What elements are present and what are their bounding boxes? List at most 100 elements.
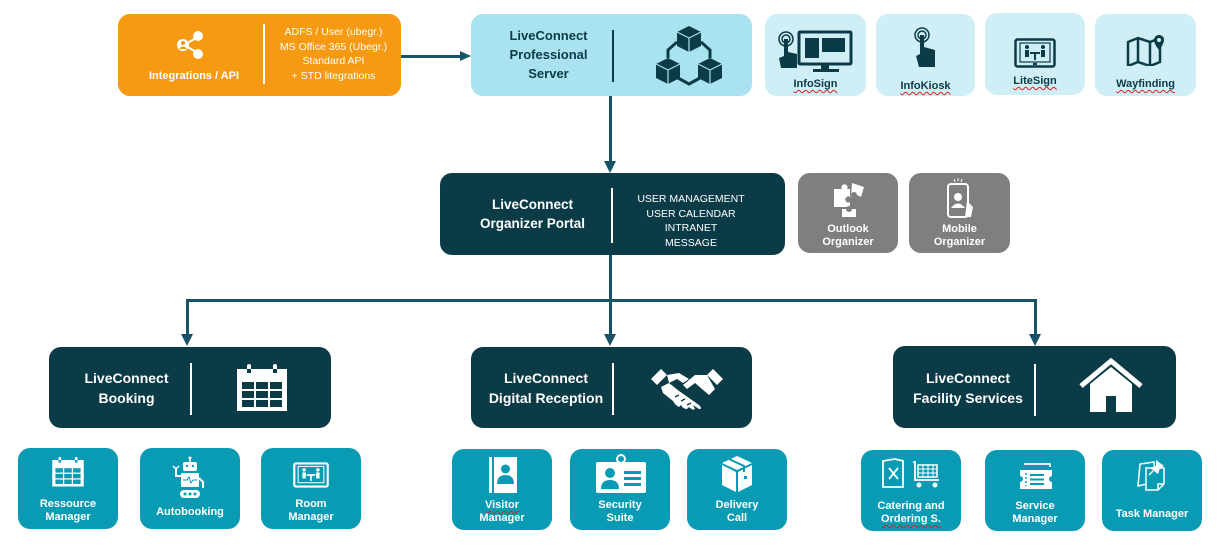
touch-screen-icon [777, 30, 853, 74]
child-tile-room-manager[interactable]: Room Manager [261, 448, 361, 529]
child-label-line: Manager [479, 512, 525, 524]
child-tile-service-manager[interactable]: Service Manager [985, 450, 1085, 531]
portal-title: LiveConnect Organizer Portal [450, 195, 615, 233]
child-label: Catering and Ordering S. [861, 500, 961, 526]
connector-to-booking [186, 299, 189, 335]
module-facility-services-box[interactable]: LiveConnect Facility Services [893, 346, 1176, 428]
arrowhead-booking [181, 334, 193, 346]
child-label-line: Delivery [715, 499, 759, 511]
child-tile-visitor-manager[interactable]: Visitor Manager [452, 449, 552, 530]
integration-item: + STD litegrations [266, 69, 401, 84]
organizer-label-line: Mobile [942, 223, 977, 235]
server-divider [612, 30, 614, 82]
signage-label: LiteSign [1013, 75, 1057, 87]
child-tile-catering-ordering[interactable]: Catering and Ordering S. [861, 450, 961, 531]
cubes-network-icon [654, 24, 724, 88]
integrations-list: ADFS / User (ubegr.) MS Office 365 (Ubeg… [266, 25, 401, 83]
portal-title-line: Organizer Portal [479, 216, 586, 231]
child-tile-autobooking[interactable]: Autobooking [140, 448, 240, 529]
portal-title-line: LiveConnect [491, 197, 573, 212]
smartphone-user-icon [945, 177, 975, 219]
portal-feature: MESSAGE [665, 236, 717, 249]
calendar-icon [235, 363, 289, 413]
signage-label: InfoSign [793, 78, 838, 90]
module-booking-box[interactable]: LiveConnect Booking [49, 347, 331, 428]
module-title-line: LiveConnect [925, 370, 1010, 386]
meeting-tablet-icon [293, 462, 329, 488]
child-label-text: Visitor [484, 499, 520, 511]
module-title: LiveConnect Booking [59, 368, 194, 408]
connector-portal-trunk [609, 255, 612, 335]
child-label-line: Security [598, 499, 642, 511]
child-label-line: Autobooking [156, 506, 224, 518]
integration-adfs: ADFS / User (ubegr.) [284, 26, 383, 38]
ticket-icon [1018, 462, 1054, 492]
organizer-tile-mobile[interactable]: Mobile Organizer [909, 173, 1010, 253]
signage-label: InfoKiosk [900, 80, 951, 92]
arrowhead-facility [1029, 334, 1041, 346]
integration-std: + STD litegrations [291, 69, 376, 82]
child-label-line: Visitor [452, 499, 552, 512]
child-label-line: Catering and [877, 500, 945, 512]
menu-cart-icon [881, 458, 941, 490]
child-tile-task-manager[interactable]: Task Manager [1102, 450, 1202, 531]
child-label-line: Suite [606, 512, 634, 524]
organizer-label-line: Outlook [827, 223, 869, 235]
child-label-line: Ordering S. [861, 513, 961, 526]
child-label-line: Manager [1012, 513, 1058, 525]
child-label: Security Suite [570, 499, 670, 525]
portal-feature-list: USER MANAGEMENT USER CALENDAR INTRANET M… [616, 192, 766, 250]
signage-tile-litesign[interactable]: LiteSign [985, 13, 1085, 95]
signage-tile-wayfinding[interactable]: Wayfinding [1095, 14, 1196, 96]
signage-label: Wayfinding [1116, 78, 1175, 90]
signage-tile-infokiosk[interactable]: InfoKiosk [876, 14, 975, 96]
server-title-line: Server [528, 66, 569, 81]
child-label: Ressource Manager [18, 498, 118, 524]
organizer-portal-box[interactable]: LiveConnect Organizer Portal USER MANAGE… [440, 173, 785, 255]
module-title-line: Facility Services [913, 390, 1023, 406]
connector-to-facility [1034, 299, 1037, 335]
integrations-api-box[interactable]: Integrations / API ADFS / User (ubegr.) … [118, 14, 401, 96]
integration-item: MS Office 365 (Ubegr.) [266, 40, 401, 55]
organizer-label: Mobile Organizer [909, 223, 1010, 249]
child-tile-ressource-manager[interactable]: Ressource Manager [18, 448, 118, 529]
child-tile-delivery-call[interactable]: Delivery Call [687, 449, 787, 530]
professional-server-box[interactable]: LiveConnect Professional Server [471, 14, 752, 96]
module-title: LiveConnect Digital Reception [471, 368, 621, 408]
share-icon [174, 30, 208, 60]
arrowhead-portal [604, 161, 616, 173]
module-divider [190, 363, 192, 415]
child-label: Room Manager [261, 498, 361, 524]
organizer-label: Outlook Organizer [798, 223, 898, 249]
integration-ms-office: MS Office 365 (Ubegr.) [279, 40, 388, 53]
organizer-label-line: Organizer [822, 236, 874, 248]
server-title-line: Professional [509, 47, 588, 62]
module-digital-reception-box[interactable]: LiveConnect Digital Reception [471, 347, 752, 428]
child-label-line: Service [1015, 500, 1055, 512]
child-label: Autobooking [140, 506, 240, 519]
handshake-icon [649, 365, 725, 411]
puzzle-icon [832, 181, 866, 217]
module-title-line: Booking [98, 390, 155, 406]
organizer-label-line: Organizer [933, 236, 986, 248]
pinned-notes-icon [1134, 456, 1170, 492]
organizer-tile-outlook[interactable]: Outlook Organizer [798, 173, 898, 253]
module-title: LiveConnect Facility Services [893, 368, 1043, 408]
child-label: Service Manager [985, 500, 1085, 526]
child-label-line: Room [295, 498, 327, 510]
child-label: Visitor Manager [452, 499, 552, 525]
portal-feature: USER MANAGEMENT [637, 193, 745, 205]
child-label: Task Manager [1102, 508, 1202, 521]
child-tile-security-suite[interactable]: Security Suite [570, 449, 670, 530]
package-icon [720, 454, 754, 494]
signage-tile-infosign[interactable]: InfoSign [765, 14, 866, 96]
integrations-title: Integrations / API [148, 70, 240, 82]
connector-horizontal-bus [186, 299, 1037, 302]
arrowhead-reception [604, 334, 616, 346]
connector-integrations-server [401, 55, 461, 58]
module-title-line: LiveConnect [84, 370, 169, 386]
portal-feature: USER CALENDAR [646, 207, 736, 220]
integration-standard-api: Standard API [302, 55, 365, 67]
server-title: LiveConnect Professional Server [481, 26, 616, 83]
portal-feature: INTRANET [664, 222, 718, 234]
